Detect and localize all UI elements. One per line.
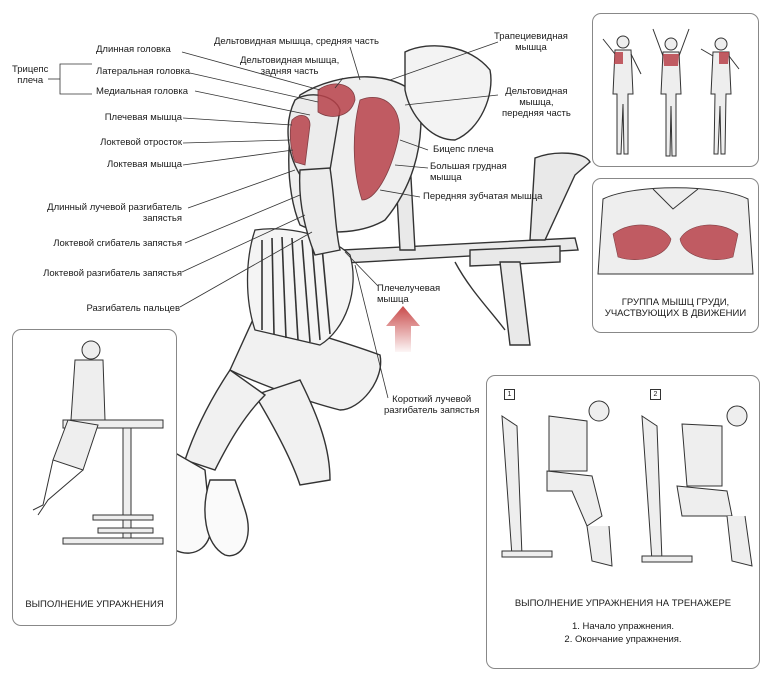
label-anconeus: Локтевая мышца [106, 159, 182, 170]
label-deltoid-anterior: Дельтовидная мышца, передняя часть [502, 86, 571, 119]
label-deltoid-middle: Дельтовидная мышца, средняя часть [214, 36, 379, 47]
label-deltoid-posterior: Дельтовидная мышца, задняя часть [240, 55, 340, 77]
step-1-marker: 1 [504, 389, 515, 400]
label-pectoralis-major: Большая грудная мышца [430, 161, 507, 183]
label-ext-carpi-ulnaris: Локтевой разгибатель запястья [43, 268, 182, 279]
machine-panel: 1 2 ВЫПОЛНЕНИЕ УПРАЖНЕНИЯ НА ТРЕНАЖЕРЕ 1… [486, 375, 760, 669]
label-ext-digitorum: Разгибатель пальцев [86, 303, 180, 314]
label-triceps-group: Трицепс плеча [12, 64, 49, 86]
label-serratus-anterior: Передняя зубчатая мышца [423, 191, 543, 202]
label-brachioradialis: Плечелучевая мышца [377, 283, 441, 305]
step-end-text: 2. Окончание упражнения. [564, 634, 682, 645]
anatomy-figures [602, 28, 740, 157]
label-biceps: Бицепс плеча [433, 144, 494, 155]
chest-illustration [597, 187, 754, 275]
chest-caption: ГРУППА МЫШЦ ГРУДИ, УЧАСТВУЮЩИХ В ДВИЖЕНИ… [604, 297, 747, 319]
label-triceps-lateral-head: Латеральная головка [96, 66, 191, 77]
label-flexor-carpi-ulnaris: Локтевой сгибатель запястья [53, 238, 182, 249]
leader-lines [48, 41, 499, 399]
legs [164, 314, 382, 557]
label-triceps-medial-head: Медиальная головка [96, 86, 188, 97]
step-2-marker: 2 [650, 389, 661, 400]
label-ext-carpi-radialis-longus: Длинный лучевой разгибатель запястья [47, 202, 182, 224]
up-arrow [386, 306, 420, 352]
highlighted-muscles [289, 83, 400, 201]
label-brachialis: Плечевая мышца [104, 112, 182, 123]
figures-panel [592, 13, 759, 167]
label-trapezius: Трапециевидная мышца [494, 31, 568, 53]
exercise-illustration [32, 340, 164, 545]
label-triceps-long-head: Длинная головка [96, 44, 171, 55]
shorts [246, 228, 354, 346]
label-ext-carpi-radialis-brevis: Короткий лучевой разгибатель запястья [384, 394, 480, 416]
machine-caption: ВЫПОЛНЕНИЕ УПРАЖНЕНИЯ НА ТРЕНАЖЕРЕ [514, 598, 732, 609]
label-olecranon: Локтевой отросток [100, 137, 182, 148]
exercise-caption: ВЫПОЛНЕНИЕ УПРАЖНЕНИЯ [25, 599, 164, 610]
step-start-text: 1. Начало упражнения. [572, 621, 674, 632]
exercise-panel: ВЫПОЛНЕНИЕ УПРАЖНЕНИЯ [12, 329, 177, 626]
machine-illustration [501, 400, 753, 567]
chest-panel: ГРУППА МЫШЦ ГРУДИ, УЧАСТВУЮЩИХ В ДВИЖЕНИ… [592, 178, 759, 333]
